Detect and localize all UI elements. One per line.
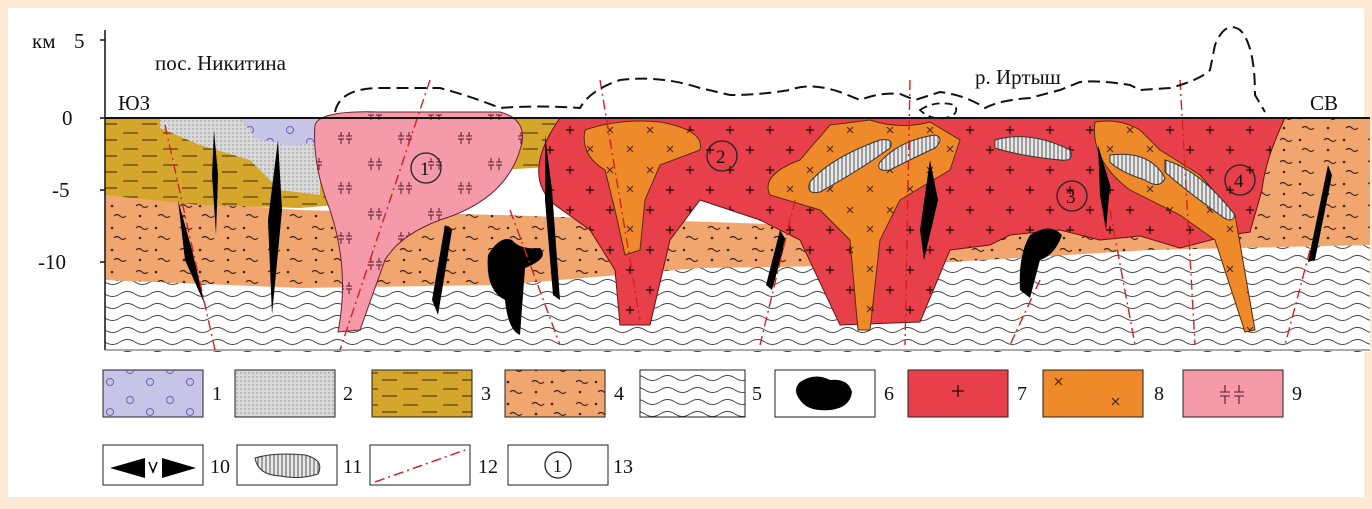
label-river: р. Иртыш xyxy=(975,65,1061,89)
svg-text:7: 7 xyxy=(1017,383,1027,405)
svg-text:4: 4 xyxy=(1234,171,1244,192)
label-ne: СВ xyxy=(1310,91,1338,115)
svg-text:9: 9 xyxy=(1292,383,1302,405)
label-sw: ЮЗ xyxy=(118,91,150,115)
axis-tick-minus5: -5 xyxy=(52,178,70,202)
legend-item-5: 5 xyxy=(640,370,762,417)
svg-text:1: 1 xyxy=(212,383,222,405)
label-village: пос. Никитина xyxy=(155,51,287,75)
svg-text:10: 10 xyxy=(210,456,230,478)
svg-text:2: 2 xyxy=(716,147,726,168)
svg-text:13: 13 xyxy=(613,456,633,478)
axis-tick-minus10: -10 xyxy=(38,250,66,274)
legend-item-2: 2 xyxy=(235,370,353,417)
svg-text:12: 12 xyxy=(478,456,498,478)
svg-text:1: 1 xyxy=(553,456,562,476)
svg-text:8: 8 xyxy=(1154,383,1164,405)
svg-text:6: 6 xyxy=(884,383,894,405)
svg-text:2: 2 xyxy=(343,383,353,405)
svg-text:11: 11 xyxy=(343,456,362,478)
axis-tick-5: 5 xyxy=(74,29,85,53)
svg-text:3: 3 xyxy=(481,383,491,405)
svg-text:4: 4 xyxy=(614,383,624,405)
axis-tick-0: 0 xyxy=(62,106,73,130)
svg-text:1: 1 xyxy=(420,159,430,180)
axis-unit-label: км xyxy=(32,29,56,53)
svg-text:5: 5 xyxy=(752,383,762,405)
svg-text:3: 3 xyxy=(1066,187,1076,208)
